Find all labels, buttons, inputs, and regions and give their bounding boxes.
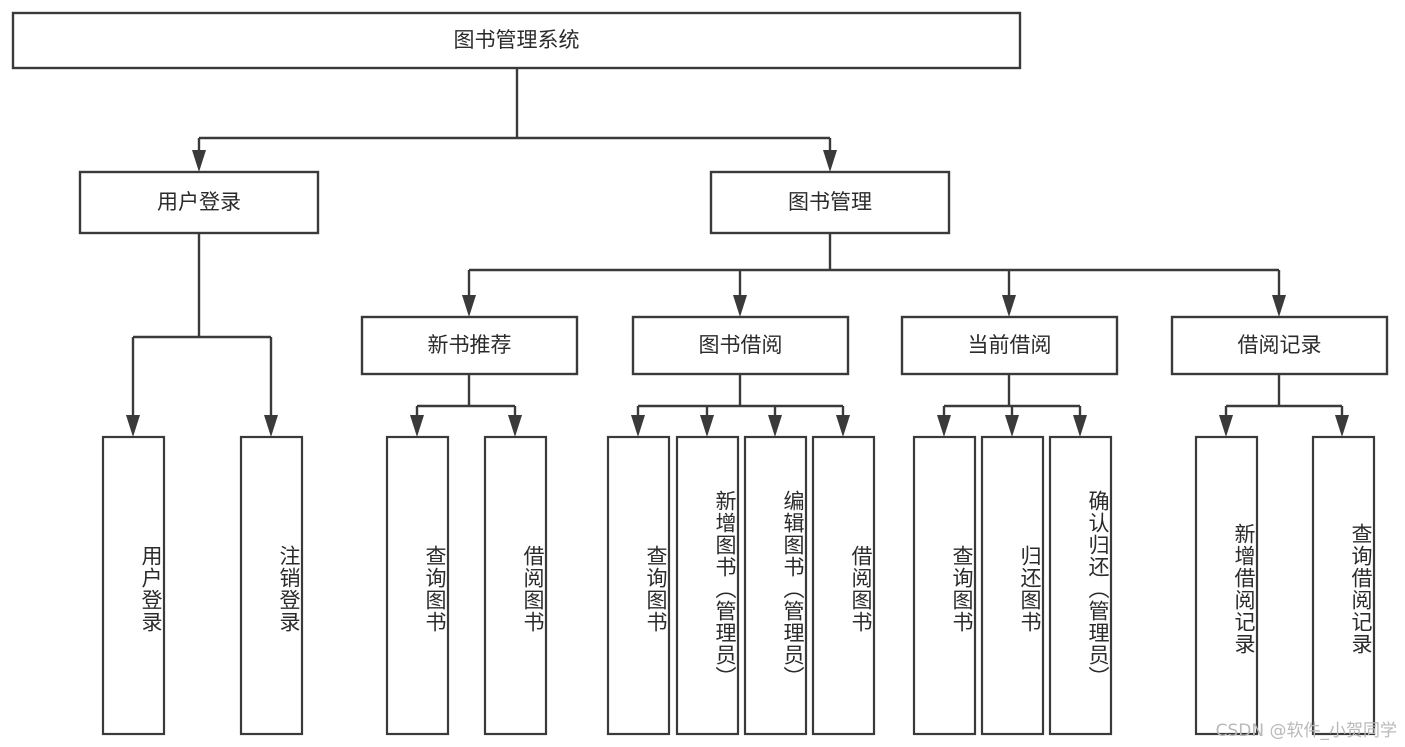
leaf-node-box-7[interactable] [811, 435, 876, 736]
level2-child-0-arrow-icon [462, 295, 476, 317]
leaf-node-box-3[interactable] [483, 435, 548, 736]
level3-node-box-0[interactable] [360, 315, 579, 376]
root-node-box[interactable] [11, 11, 1022, 70]
level2-node-box-1[interactable] [709, 170, 951, 235]
group-0-leaf-0-arrow-icon [410, 415, 424, 437]
group-2-leaf-0-arrow-icon [937, 415, 951, 437]
level3-node-box-3[interactable] [1170, 315, 1389, 376]
level2-child-3-arrow-icon [1272, 295, 1286, 317]
leaf-node-box-8[interactable] [912, 435, 977, 736]
level3-node-box-2[interactable] [900, 315, 1119, 376]
group-3-leaf-0-arrow-icon [1219, 415, 1233, 437]
group-1-leaf-2-arrow-icon [768, 415, 782, 437]
leaf-node-box-11[interactable] [1194, 435, 1259, 736]
level2-child-2-arrow-icon [1002, 295, 1016, 317]
group-2-leaf-1-arrow-icon [1005, 415, 1019, 437]
group-2-leaf-2-arrow-icon [1073, 415, 1087, 437]
group-0-leaf-1-arrow-icon [508, 415, 522, 437]
group-3-leaf-1-arrow-icon [1335, 415, 1349, 437]
group-1-leaf-3-arrow-icon [836, 415, 850, 437]
leaf-node-box-9[interactable] [980, 435, 1045, 736]
leaf-node-box-4[interactable] [606, 435, 671, 736]
level2-child-1-arrow-icon [733, 295, 747, 317]
group-1-leaf-1-arrow-icon [700, 415, 714, 437]
leaf-node-box-12[interactable] [1311, 435, 1376, 736]
leaf-node-box-1[interactable] [239, 435, 304, 736]
user-leaf-1-arrow-icon [264, 415, 278, 437]
level3-node-box-1[interactable] [631, 315, 850, 376]
boxes-layer [11, 11, 1389, 736]
connectors-layer [126, 68, 1349, 437]
level1-child-0-arrow-icon [192, 150, 206, 172]
leaf-node-box-5[interactable] [675, 435, 740, 736]
level2-node-box-0[interactable] [78, 170, 320, 235]
group-1-leaf-0-arrow-icon [631, 415, 645, 437]
leaf-node-box-6[interactable] [743, 435, 808, 736]
level1-child-1-arrow-icon [823, 150, 837, 172]
leaf-node-box-10[interactable] [1048, 435, 1113, 736]
leaf-node-box-0[interactable] [101, 435, 166, 736]
leaf-node-box-2[interactable] [385, 435, 450, 736]
user-leaf-0-arrow-icon [126, 415, 140, 437]
